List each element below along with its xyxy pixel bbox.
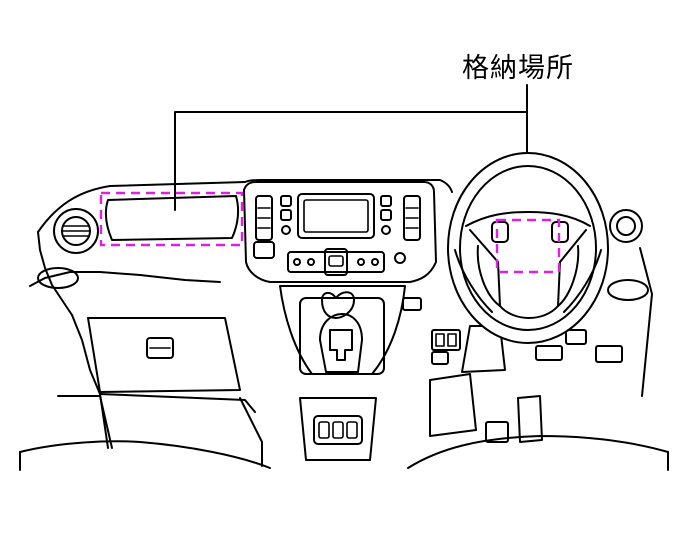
small-switch (402, 297, 422, 311)
gear-shift-panel (279, 285, 406, 375)
center-console (243, 181, 437, 283)
lower-center-controls (299, 397, 377, 461)
right-dashboard-edge (639, 247, 653, 397)
center-display-screen (297, 193, 375, 239)
pedal (485, 421, 509, 443)
storage-location-label: 格納場所 (462, 53, 574, 84)
lower-glove-box (87, 317, 241, 393)
right-air-vent (609, 209, 643, 243)
steering-wheel (447, 152, 609, 344)
driver-side-switches (431, 329, 623, 365)
center-left-vent (255, 195, 273, 241)
lower-storage-tray (57, 393, 263, 467)
dashboard-upper-compartment (104, 195, 240, 241)
dashboard-body (19, 179, 669, 471)
climate-control-panel (287, 251, 385, 273)
center-right-vent (403, 195, 421, 241)
highlight-box-steering-airbag (495, 218, 561, 274)
left-cup-holder (37, 267, 79, 289)
left-air-vent (53, 208, 99, 254)
right-cup-holder (607, 279, 649, 301)
highlight-box-upper-compartment (99, 191, 244, 247)
